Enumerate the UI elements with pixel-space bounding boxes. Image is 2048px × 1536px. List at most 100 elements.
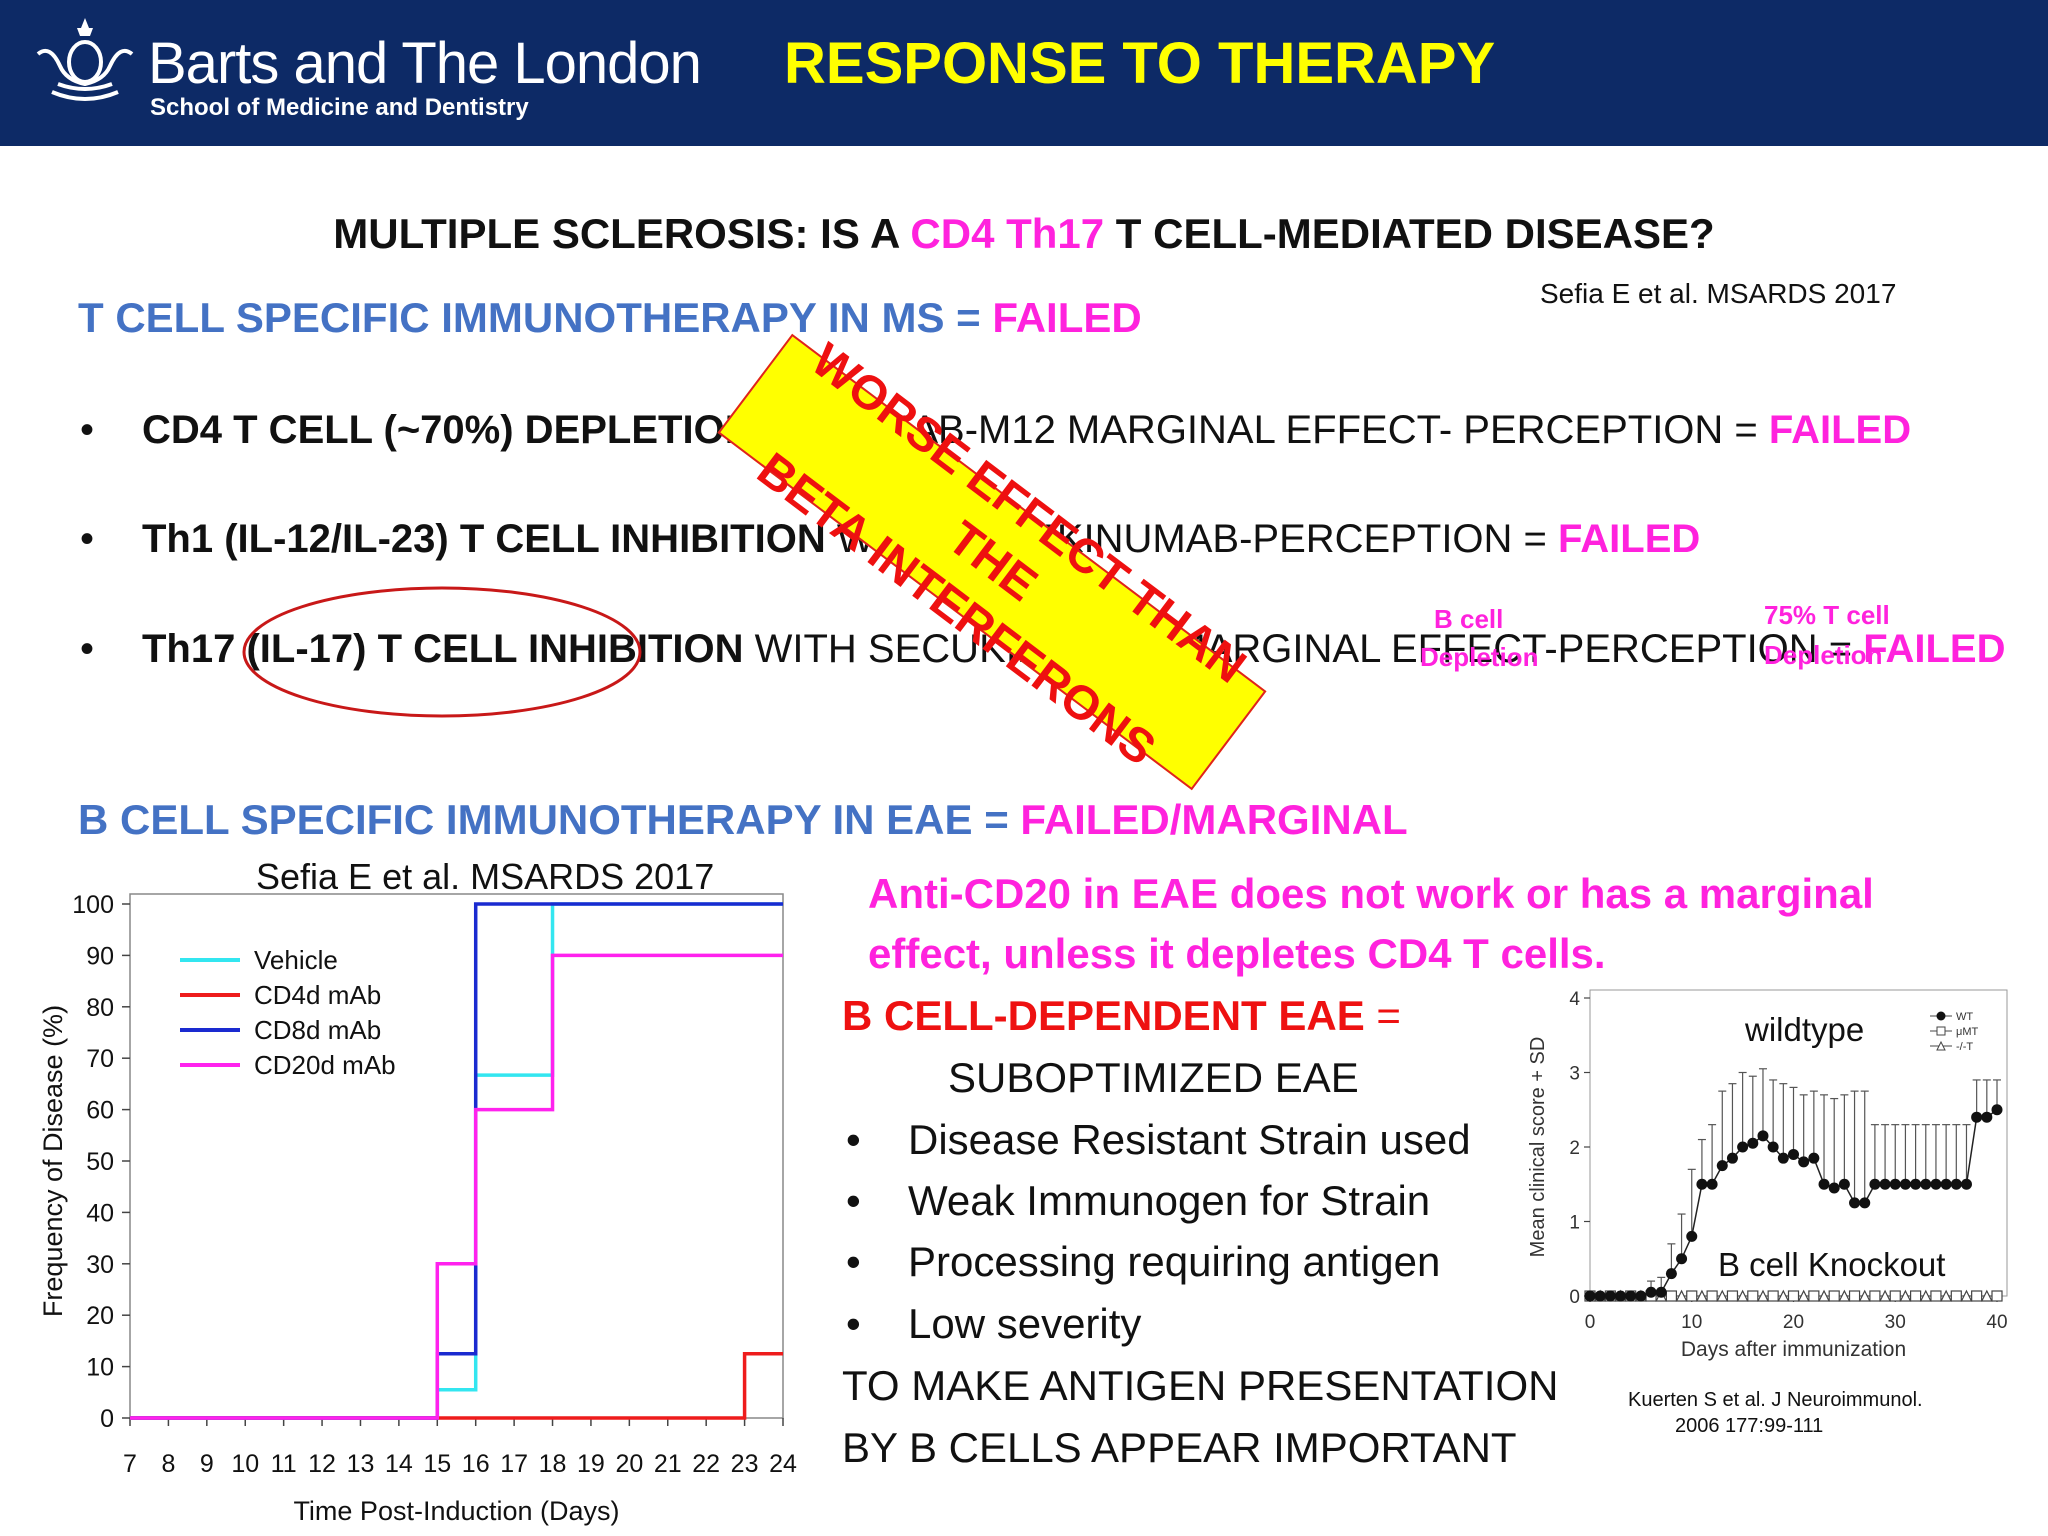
wt-point bbox=[1838, 1178, 1850, 1190]
knockout-square-point bbox=[1971, 1290, 1983, 1302]
y-tick-label: 4 bbox=[1569, 989, 1580, 1010]
t-cell-label: 75% T cell bbox=[1764, 600, 1890, 630]
wt-point bbox=[1737, 1141, 1749, 1153]
b-dependent-subtitle: SUBOPTIMIZED EAE bbox=[948, 1054, 1359, 1101]
wt-point bbox=[1788, 1148, 1799, 1160]
wt-point bbox=[1940, 1178, 1952, 1190]
y-tick-label: 60 bbox=[86, 1097, 114, 1125]
y-tick-label: 90 bbox=[86, 942, 114, 970]
x-axis-label: Time Post-Induction (Days) bbox=[293, 1496, 619, 1526]
wt-point bbox=[1615, 1290, 1627, 1302]
logo-subtitle: School of Medicine and Dentistry bbox=[150, 94, 529, 121]
x-tick-label: 24 bbox=[769, 1450, 797, 1478]
conclusion-line-2: BY B CELLS APPEAR IMPORTANT bbox=[842, 1424, 1517, 1471]
wt-point bbox=[1920, 1178, 1932, 1190]
b-bullet-4: • Low severity bbox=[846, 1300, 1142, 1348]
t-cell-heading-text: T CELL SPECIFIC IMMUNOTHERAPY IN MS = bbox=[78, 294, 993, 341]
worse-effect-stamp: WORSE EFFECT THAN THE BETA INTERFERONS bbox=[717, 334, 1267, 791]
legend-triangle-marker bbox=[1936, 1040, 1946, 1051]
wt-point bbox=[1879, 1178, 1891, 1190]
legend-label: CD4d mAb bbox=[254, 980, 381, 1010]
b-cell-depletion-label: Depletion bbox=[1420, 642, 1539, 672]
x-tick-label: 17 bbox=[500, 1450, 528, 1478]
crown-logo-icon bbox=[36, 18, 134, 101]
plot-frame bbox=[129, 893, 784, 1419]
wt-point bbox=[1696, 1178, 1708, 1190]
b-cell-knockout-annotation: B cell Knockout bbox=[1718, 1246, 1945, 1283]
bullet-dot-icon: • bbox=[846, 1300, 861, 1347]
legend-label: WT bbox=[1956, 1011, 1973, 1023]
x-tick-label: 20 bbox=[615, 1450, 643, 1478]
wt-point bbox=[1655, 1286, 1667, 1298]
b-cell-heading: B CELL SPECIFIC IMMUNOTHERAPY IN EAE = F… bbox=[78, 796, 1408, 844]
wt-point bbox=[1706, 1178, 1718, 1190]
knockout-triangle-point bbox=[1838, 1289, 1851, 1302]
wt-point bbox=[1604, 1290, 1616, 1302]
left-chart-citation: Sefia E et al. MSARDS 2017 bbox=[256, 856, 715, 897]
wt-point bbox=[1777, 1152, 1789, 1164]
knockout-square-point bbox=[1747, 1290, 1759, 1302]
right-chart-citation-line-2: 2006 177:99-111 bbox=[1675, 1415, 1823, 1437]
wt-point bbox=[1910, 1178, 1922, 1190]
b-bullet-1-text: Disease Resistant Strain used bbox=[908, 1116, 1471, 1163]
wt-point bbox=[1950, 1178, 1962, 1190]
b-bullet-1: • Disease Resistant Strain used bbox=[846, 1116, 1471, 1164]
y-tick-label: 40 bbox=[86, 1199, 114, 1227]
knockout-square-point bbox=[1787, 1290, 1800, 1302]
t-bullet-3-result: FAILED bbox=[1863, 627, 2006, 671]
y-tick-label: 2 bbox=[1569, 1138, 1580, 1159]
knockout-square-point bbox=[1808, 1290, 1820, 1302]
knockout-square-point bbox=[1726, 1290, 1739, 1302]
wt-point bbox=[1676, 1253, 1688, 1265]
citation-top: Sefia E et al. MSARDS 2017 bbox=[1540, 278, 1897, 309]
x-tick-label: 16 bbox=[462, 1450, 490, 1478]
t-bullet-1-result: FAILED bbox=[1768, 408, 1912, 452]
wt-point bbox=[1808, 1152, 1820, 1164]
conclusion-line-1: TO MAKE ANTIGEN PRESENTATION bbox=[842, 1362, 1559, 1409]
y-tick-label: 100 bbox=[72, 891, 114, 919]
knockout-square-point bbox=[1848, 1290, 1861, 1302]
x-tick-label: 15 bbox=[423, 1450, 451, 1478]
knockout-triangle-point bbox=[1899, 1289, 1912, 1302]
x-tick-label: 30 bbox=[1885, 1312, 1906, 1333]
knockout-triangle-point bbox=[1675, 1289, 1688, 1302]
knockout-triangle-point bbox=[1960, 1289, 1973, 1302]
x-tick-label: 11 bbox=[271, 1450, 297, 1478]
x-tick-label: 40 bbox=[1986, 1312, 2007, 1333]
x-tick-label: 10 bbox=[1681, 1312, 1702, 1333]
legend-label: μMT bbox=[1956, 1026, 1979, 1038]
knockout-triangle-point bbox=[1940, 1289, 1953, 1302]
x-tick-label: 9 bbox=[200, 1450, 214, 1478]
x-tick-label: 7 bbox=[123, 1450, 137, 1478]
wt-point bbox=[1818, 1178, 1830, 1190]
bullet-dot-icon: • bbox=[846, 1116, 861, 1163]
knockout-triangle-point bbox=[1797, 1289, 1810, 1302]
highlight-ellipse bbox=[242, 586, 642, 718]
wt-point bbox=[1757, 1130, 1769, 1142]
series-line-vehicle bbox=[130, 902, 783, 1420]
wt-point bbox=[1899, 1178, 1911, 1190]
b-dependent-title-text: B CELL-DEPENDENT EAE bbox=[842, 992, 1365, 1039]
t-cell-depletion-label: Depletion bbox=[1764, 640, 1883, 670]
wt-point bbox=[1665, 1268, 1677, 1280]
legend-wt-marker bbox=[1936, 1011, 1946, 1021]
y-tick-label: 70 bbox=[86, 1045, 114, 1073]
y-tick-label: 1 bbox=[1569, 1213, 1580, 1234]
b-dependent-eq: = bbox=[1364, 992, 1401, 1039]
wt-point bbox=[1859, 1197, 1871, 1209]
b-bullet-2: •Weak Immunogen for Strain bbox=[846, 1177, 1431, 1225]
b-dependent-title: B CELL-DEPENDENT EAE = bbox=[842, 992, 1401, 1040]
wt-point bbox=[1584, 1290, 1596, 1302]
legend-label: Vehicle bbox=[254, 945, 338, 975]
slide-title: RESPONSE TO THERAPY bbox=[784, 31, 1496, 96]
wt-point bbox=[1960, 1178, 1972, 1190]
b-bullet-3: •Processing requiring antigen bbox=[846, 1238, 1440, 1286]
x-tick-label: 8 bbox=[161, 1450, 175, 1478]
b-bullet-4-text: Low severity bbox=[908, 1300, 1142, 1347]
b-bullet-2-text: Weak Immunogen for Strain bbox=[908, 1177, 1431, 1224]
knockout-square-point bbox=[1767, 1290, 1779, 1302]
legend-label: CD20d mAb bbox=[254, 1050, 396, 1080]
y-tick-label: 30 bbox=[86, 1251, 114, 1279]
x-tick-label: 19 bbox=[577, 1450, 605, 1478]
